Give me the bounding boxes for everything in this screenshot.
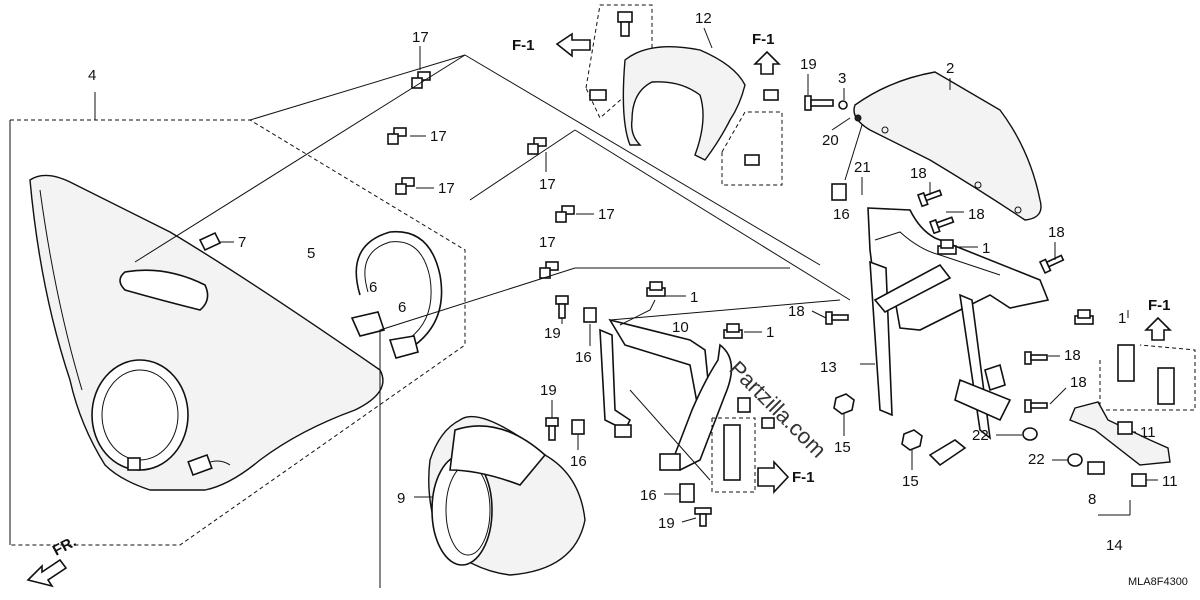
diagram-code: MLA8F4300 — [1128, 576, 1188, 588]
clip-7-part — [198, 231, 222, 252]
callout-9: 9 — [397, 490, 405, 507]
callout-4: 4 — [88, 67, 96, 84]
cover-2-part — [853, 71, 1042, 221]
callout-18: 18 — [1064, 347, 1081, 364]
callout-14: 14 — [1106, 537, 1123, 554]
callout-15: 15 — [902, 473, 919, 490]
callout-11: 11 — [1140, 424, 1156, 441]
callout-18: 18 — [1070, 374, 1087, 391]
grommets-1-parts — [646, 239, 1094, 339]
headlight-case-9-part — [428, 415, 586, 576]
callout-17: 17 — [539, 234, 556, 251]
callout-22: 22 — [972, 427, 989, 444]
callout-3: 3 — [838, 70, 846, 87]
callout-2: 2 — [946, 60, 954, 77]
callout-19: 19 — [658, 515, 675, 532]
frame-ref-f1-bottom: F-1 — [792, 469, 815, 486]
callout-16: 16 — [570, 453, 587, 470]
fairing-group-outline — [9, 92, 466, 546]
screws-17-parts — [387, 71, 575, 279]
callout-7: 7 — [238, 234, 246, 251]
nuts-15-parts — [833, 393, 923, 451]
callout-17: 17 — [412, 29, 429, 46]
callout-21: 21 — [854, 159, 871, 176]
callout-18: 18 — [788, 303, 805, 320]
callout-8: 8 — [1088, 491, 1096, 508]
callout-18: 18 — [1048, 224, 1065, 241]
callout-6: 6 — [398, 299, 406, 316]
callout-17: 17 — [598, 206, 615, 223]
callout-18: 18 — [910, 165, 927, 182]
callout-12: 12 — [695, 10, 712, 27]
fairing-part — [29, 174, 384, 491]
trim-ring-part — [350, 230, 443, 359]
callout-5: 5 — [307, 245, 315, 262]
callout-22: 22 — [1028, 451, 1045, 468]
collar-21-16 — [831, 183, 847, 201]
callout-17: 17 — [438, 180, 455, 197]
callout-6: 6 — [369, 279, 377, 296]
bracket-13-part — [860, 207, 1050, 467]
guide-lines — [134, 54, 851, 588]
f1-arrow-right — [757, 459, 790, 495]
callout-13: 13 — [820, 359, 837, 376]
frame-ref-f1-right: F-1 — [1148, 297, 1171, 314]
callout-19: 19 — [544, 325, 561, 342]
f1-arrow-up-top — [753, 50, 781, 75]
callout-15: 15 — [834, 439, 851, 456]
callout-18: 18 — [968, 206, 985, 223]
callout-19: 19 — [540, 382, 557, 399]
callout-1: 1 — [1118, 310, 1126, 327]
callout-11: 11 — [1162, 473, 1178, 490]
frame-ref-f1-left: F-1 — [512, 37, 535, 54]
callout-16: 16 — [575, 349, 592, 366]
frame-ref-labels: F-1 F-1 F-1 F-1 — [512, 31, 1171, 486]
cover-12-part — [585, 4, 783, 186]
callout-1: 1 — [766, 324, 774, 341]
bolts-18-parts — [825, 189, 1065, 413]
callout-1: 1 — [982, 240, 990, 257]
f1-arrow-up-right — [1144, 316, 1172, 341]
callout-16: 16 — [833, 206, 850, 223]
callout-20: 20 — [822, 132, 839, 149]
frame-ref-f1-top: F-1 — [752, 31, 775, 48]
callout-10: 10 — [672, 319, 689, 336]
stay-10-part — [599, 299, 733, 481]
bracket-8-assembly — [1022, 344, 1196, 516]
callout-17: 17 — [430, 128, 447, 145]
callout-19: 19 — [800, 56, 817, 73]
leader-lines — [220, 27, 1158, 523]
callout-17: 17 — [539, 176, 556, 193]
front-direction-arrow — [26, 558, 68, 588]
bolt-washer-19-3-20 — [804, 95, 863, 181]
f1-arrow-left — [555, 32, 591, 58]
callout-labels: 4 5 6 6 7 17 17 17 17 17 17 12 19 3 2 20… — [88, 10, 1178, 554]
front-direction-label: FR. — [50, 533, 79, 559]
callout-1: 1 — [690, 289, 698, 306]
callout-16: 16 — [640, 487, 657, 504]
